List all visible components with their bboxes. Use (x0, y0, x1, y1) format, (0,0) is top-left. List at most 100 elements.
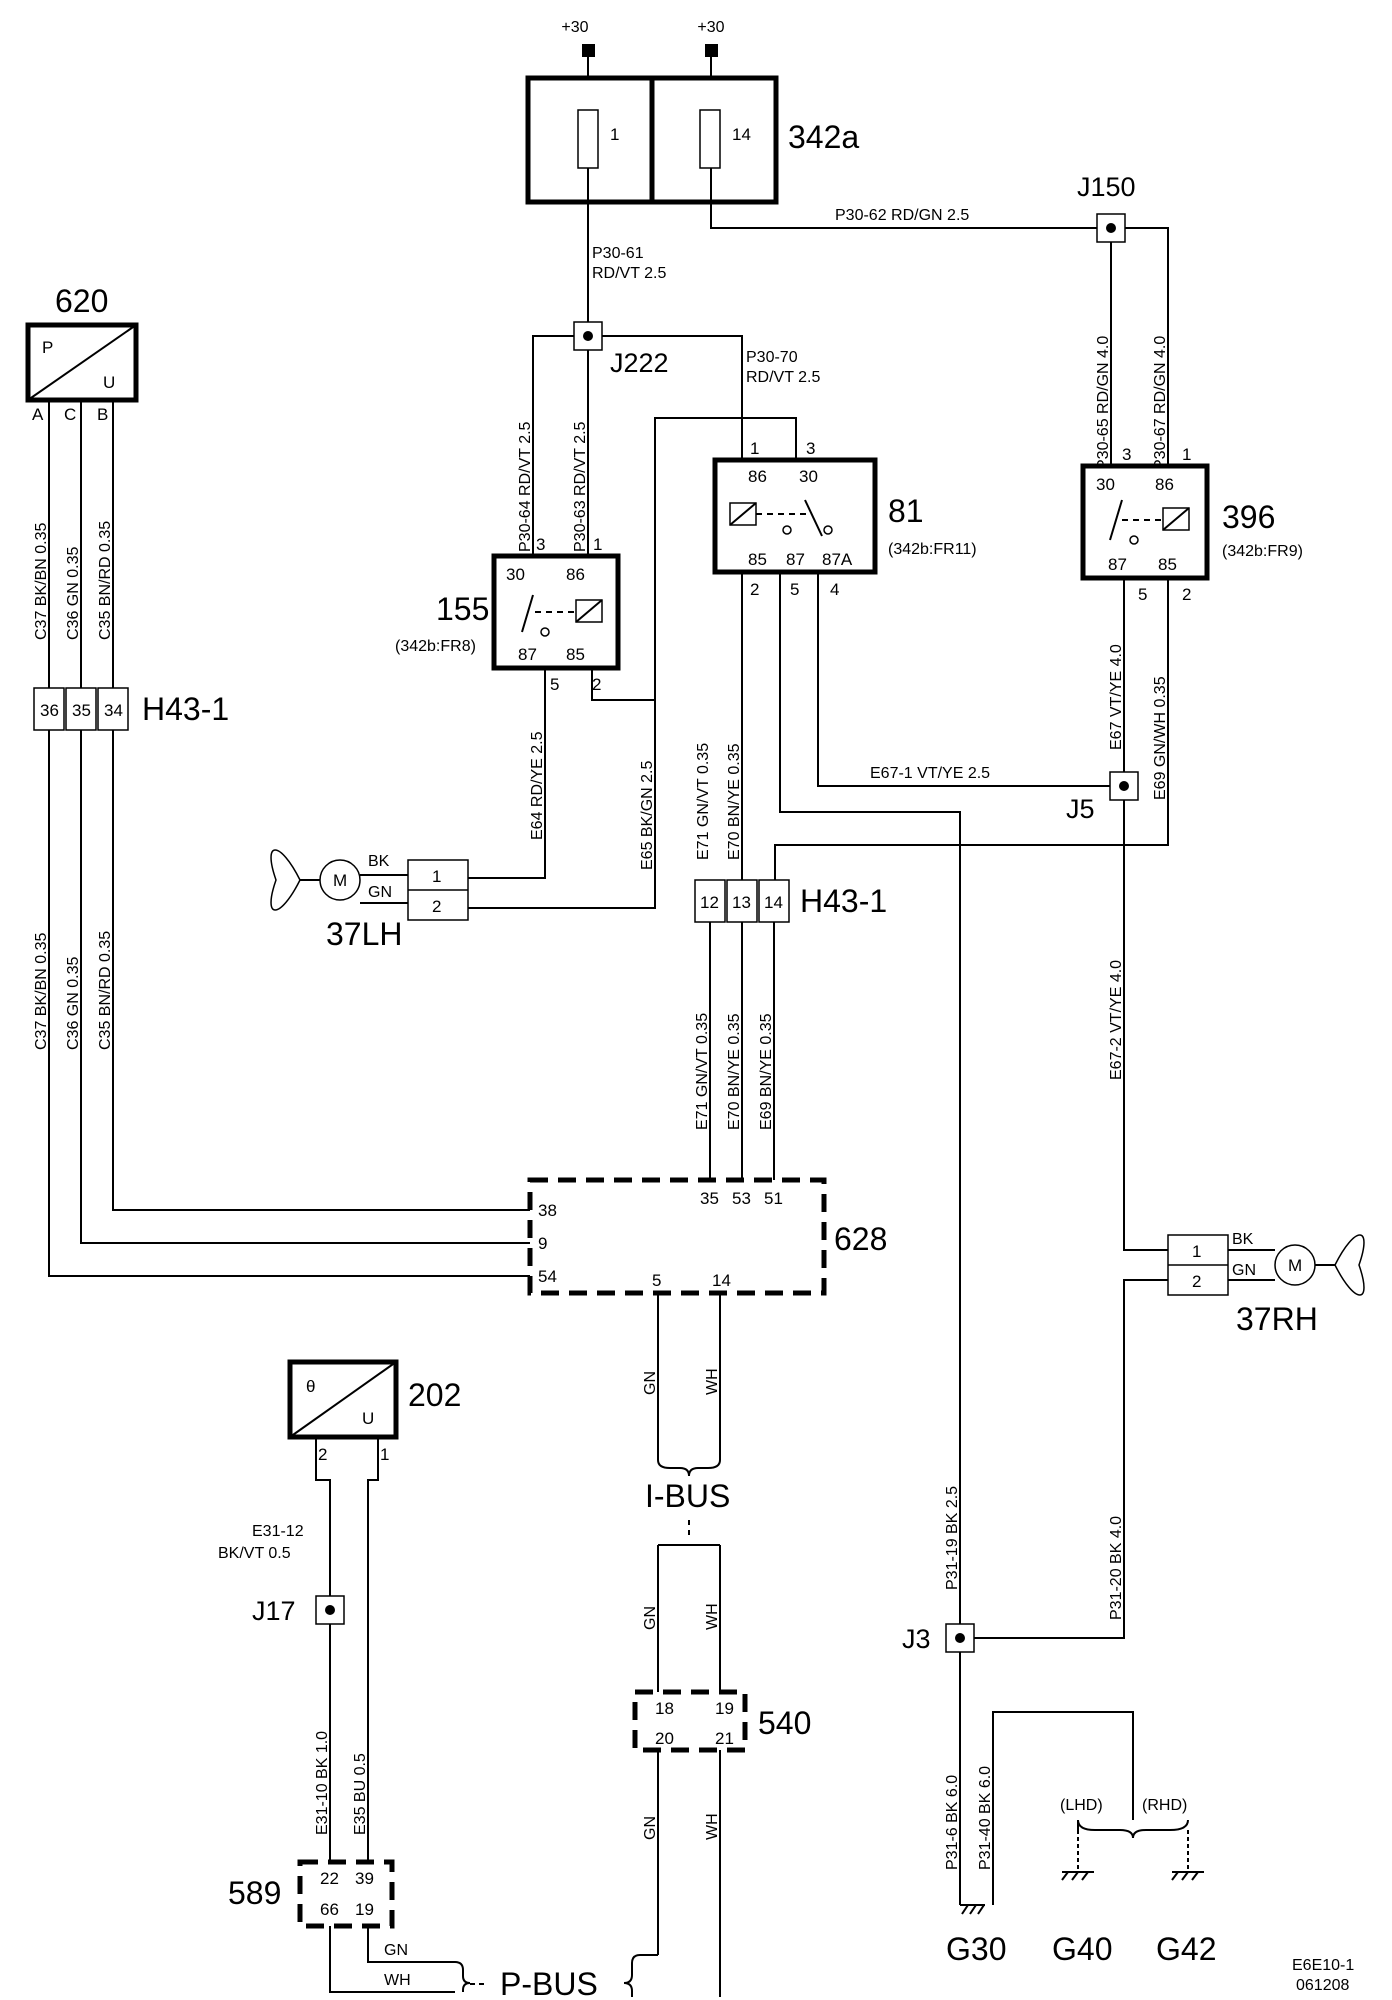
ecu-pin-9: 9 (538, 1234, 547, 1253)
relay-155-ref: (342b:FR8) (395, 638, 476, 655)
relay-155-id: 155 (436, 591, 489, 627)
ecu-id: 628 (834, 1221, 887, 1257)
wire-e70-bottom: E70 BN/YE 0.35 (726, 1013, 743, 1130)
h43-mid-id: H43-1 (800, 883, 887, 919)
ground-g30: G30 (946, 1904, 1006, 1967)
footer-date: 061208 (1296, 1977, 1349, 1994)
temp-pin-2: 2 (318, 1445, 327, 1464)
wire-p31-6: P31-6 BK 6.0 (944, 1775, 961, 1870)
sensor-u-label: U (103, 373, 115, 392)
pressure-sensor-id: 620 (55, 283, 108, 319)
h43-mid-pin-14: 14 (764, 893, 783, 912)
ecu-pin-53: 53 (732, 1189, 751, 1208)
relay-81-pin-86: 86 (748, 467, 767, 486)
wire-e31-12: E31-12 (252, 1523, 304, 1540)
node589-pin-19: 19 (355, 1900, 374, 1919)
relay-155-pin-87: 87 (518, 645, 537, 664)
relay-396-pin-30: 30 (1096, 475, 1115, 494)
ecu-pin-38: 38 (538, 1201, 557, 1220)
wire-e67-2: E67-2 VT/YE 4.0 (1108, 960, 1125, 1080)
relay-396-pin-87: 87 (1108, 555, 1127, 574)
temp-pin-1: 1 (380, 1445, 389, 1464)
wire-p31-19: P31-19 BK 2.5 (944, 1486, 961, 1590)
fuse-1-icon (577, 109, 599, 169)
connector-h43-left: 36 35 34 H43-1 (33, 687, 229, 731)
node589-pin-66: 66 (320, 1900, 339, 1919)
h43-mid-pin-13: 13 (732, 893, 751, 912)
relay-396-pin3: 3 (1122, 445, 1131, 464)
h43-left-pin-35: 35 (72, 701, 91, 720)
fan-lh-pin2: 2 (432, 897, 441, 916)
wire-e70-top: E70 BN/YE 0.35 (726, 743, 743, 860)
relay-81-pin-87: 87 (786, 550, 805, 569)
wire-e65: E65 BK/GN 2.5 (639, 761, 656, 870)
wire-wh-3: WH (704, 1813, 721, 1840)
fuse-14-icon (699, 109, 721, 169)
relay-396: 30 86 87 85 396 (342b:FR9) 3 1 5 2 (1080, 445, 1303, 604)
wire-e35: E35 BU 0.5 (352, 1753, 369, 1835)
relay-81-pin4: 4 (830, 580, 839, 599)
fan-blade-icon (1334, 1234, 1365, 1296)
node589-pin-39: 39 (355, 1869, 374, 1888)
supply-label-1: +30 (561, 19, 588, 36)
temp-sensor-id: 202 (408, 1377, 461, 1413)
relay-81-pin3: 3 (806, 439, 815, 458)
h43-mid-pin-12: 12 (700, 893, 719, 912)
supply-terminal-1 (582, 44, 595, 57)
wire-p30-61-spec: RD/VT 2.5 (592, 265, 667, 282)
wire-e71-bottom: E71 GN/VT 0.35 (694, 1013, 711, 1130)
relay-396-switch-icon (1109, 499, 1123, 541)
wire-c37-bottom: C37 BK/BN 0.35 (33, 933, 50, 1051)
wire-gn-2: GN (642, 1606, 659, 1630)
wire-p30-70: P30-70 (746, 349, 798, 366)
fan-37lh: M BK GN 1 2 37LH (270, 849, 469, 952)
node540-pin-20: 20 (655, 1729, 674, 1748)
wire-p30-64: P30-64 RD/VT 2.5 (517, 421, 534, 552)
relay-396-pin5: 5 (1138, 585, 1147, 604)
ground-g30-label: G30 (946, 1931, 1006, 1967)
wire-e69-bottom: E69 BN/YE 0.35 (758, 1013, 775, 1130)
fan-lh-wire-gn: GN (368, 884, 392, 901)
wire-c35-top: C35 BN/RD 0.35 (97, 521, 114, 640)
node-589: 22 39 66 19 589 (228, 1859, 395, 1929)
fan-rh-id: 37RH (1236, 1301, 1318, 1337)
fan-rh-pin1: 1 (1192, 1242, 1201, 1261)
relay-155-pin-85: 85 (566, 645, 585, 664)
relay-155: 30 86 87 85 155 (342b:FR8) 3 1 5 2 (395, 535, 621, 694)
wire-p30-62: P30-62 RD/GN 2.5 (835, 207, 969, 224)
wire-e67-1: E67-1 VT/YE 2.5 (870, 765, 990, 782)
fan-lh-wire-bk: BK (368, 853, 390, 870)
wire-e69-top: E69 GN/WH 0.35 (1152, 676, 1169, 800)
relay-155-pin3: 3 (536, 535, 545, 554)
wire-e31-10: E31-10 BK 1.0 (314, 1731, 331, 1835)
fan-rh-wire-bk: BK (1232, 1231, 1254, 1248)
node540-pin-21: 21 (715, 1729, 734, 1748)
h43-left-pin-36: 36 (40, 701, 59, 720)
supply-terminal-2 (705, 44, 718, 57)
relay-396-pin-85: 85 (1158, 555, 1177, 574)
node540-pin-19: 19 (715, 1699, 734, 1718)
wire-c36-top: C36 GN 0.35 (65, 547, 82, 640)
sensor-pin-b: B (97, 405, 108, 424)
wire-c37-top: C37 BK/BN 0.35 (33, 523, 50, 641)
p-bus-label: P-BUS (500, 1966, 598, 2000)
lhd-label: (LHD) (1060, 1797, 1103, 1814)
pressure-sensor-620: 620 P U A C B (25, 283, 139, 424)
footer-code: E6E10-1 (1292, 1957, 1354, 1974)
motor-rh-label: M (1288, 1256, 1302, 1275)
junction-j3-label: J3 (902, 1624, 931, 1654)
ecu-pin-35: 35 (700, 1189, 719, 1208)
relay-396-pin-86: 86 (1155, 475, 1174, 494)
wire-gn-pbus: GN (384, 1942, 408, 1959)
relay-155-switch-icon (521, 594, 534, 633)
relay-396-pin2: 2 (1182, 585, 1191, 604)
relay-81-pin1: 1 (750, 439, 759, 458)
ground-g40: G40 (1052, 1871, 1112, 1967)
junction-j222-label: J222 (610, 348, 669, 378)
wire-wh-2: WH (704, 1603, 721, 1630)
wire-p30-63: P30-63 RD/VT 2.5 (572, 421, 589, 552)
wire-e31-12-spec: BK/VT 0.5 (218, 1545, 291, 1562)
connector-h43-mid: 12 13 14 H43-1 (694, 879, 887, 923)
temp-sensor-202: θ U 202 2 1 (287, 1359, 461, 1464)
relay-81-switch-icon (804, 499, 823, 537)
